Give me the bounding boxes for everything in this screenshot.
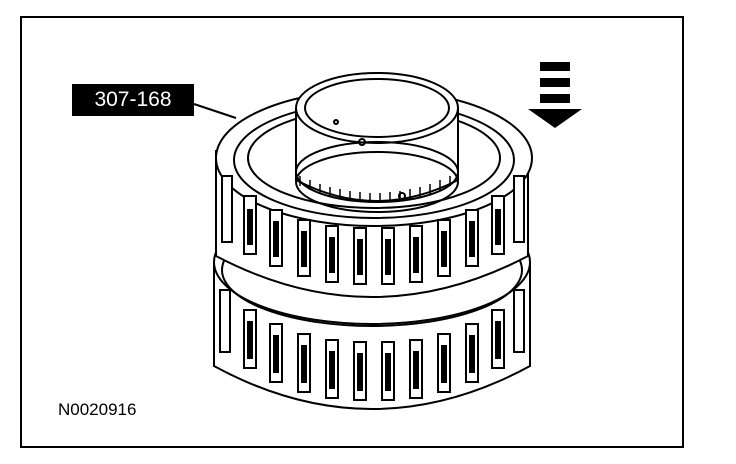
press-direction-arrow-icon (528, 62, 582, 128)
figure-frame (20, 16, 684, 448)
callout-leader (193, 103, 237, 119)
tool-callout-label: 307-168 (72, 84, 194, 116)
figure-id: N0020916 (58, 400, 137, 419)
